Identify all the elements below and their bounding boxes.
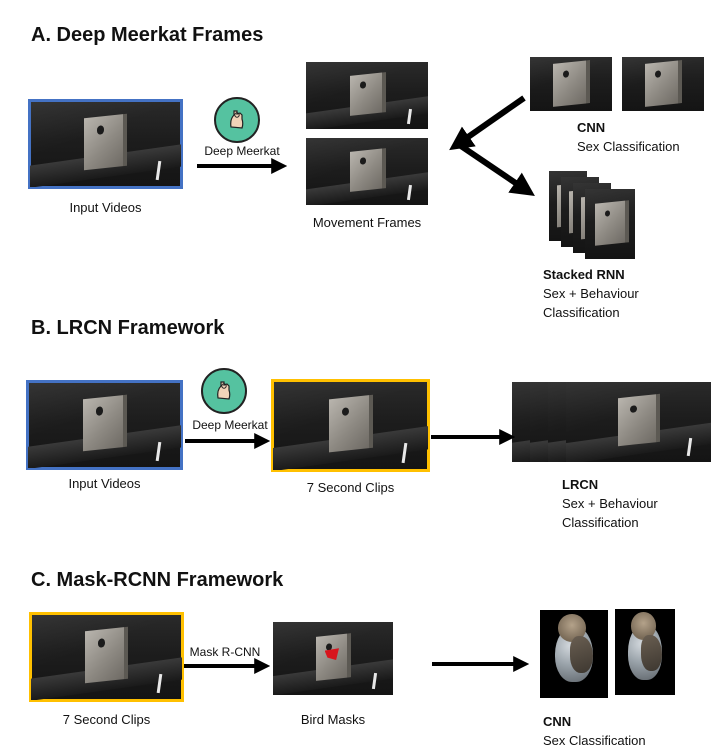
cnn-label-c: CNN Sex Classification <box>543 712 646 750</box>
stacked-frame-4 <box>585 189 635 259</box>
input-videos-caption-a: Input Videos <box>69 200 142 215</box>
seven-second-clips-caption-b: 7 Second Clips <box>306 480 395 495</box>
seven-second-clips-caption-c: 7 Second Clips <box>62 712 151 727</box>
cnn-task-a: Sex Classification <box>577 139 680 154</box>
deep-meerkat-label-b: Deep Meerkat <box>192 418 268 432</box>
segmented-bird-1 <box>540 610 608 698</box>
cnn-crop-frame-1 <box>530 57 612 111</box>
deep-meerkat-label-a: Deep Meerkat <box>204 144 280 158</box>
arrow-branch-icon <box>449 95 535 197</box>
seven-second-clip-b <box>271 379 430 472</box>
cnn-crop-frame-2 <box>622 57 704 111</box>
input-video-frame-a <box>28 99 183 189</box>
input-videos-caption-b: Input Videos <box>68 476 141 491</box>
lrcn-name: LRCN <box>562 477 599 492</box>
movement-frame-1 <box>306 62 428 129</box>
stacked-rnn-task-1: Sex + Behaviour <box>543 286 639 301</box>
lrcn-label: LRCN Sex + Behaviour Classification <box>562 475 658 532</box>
segmented-bird-2 <box>615 609 675 695</box>
bird-masks-caption: Bird Masks <box>300 712 366 727</box>
section-a-title: A. Deep Meerkat Frames <box>31 24 264 46</box>
lrcn-clip-stack-4 <box>566 382 711 462</box>
stacked-rnn-task-2: Classification <box>543 305 620 320</box>
stacked-rnn-label: Stacked RNN Sex + Behaviour Classificati… <box>543 265 639 322</box>
lrcn-task-2: Classification <box>562 515 639 530</box>
mask-rcnn-label: Mask R-CNN <box>189 645 261 659</box>
section-c-title: C. Mask-RCNN Framework <box>31 569 284 591</box>
cnn-label-a: CNN Sex Classification <box>577 118 680 156</box>
movement-frames-caption: Movement Frames <box>312 215 422 230</box>
cnn-name-c: CNN <box>543 714 572 729</box>
bird-mask-highlight <box>324 648 339 660</box>
cnn-task-c: Sex Classification <box>543 733 646 748</box>
meerkat-logo-icon <box>201 368 247 414</box>
lrcn-task-1: Sex + Behaviour <box>562 496 658 511</box>
section-b-title: B. LRCN Framework <box>31 317 225 339</box>
meerkat-logo-icon <box>214 97 260 143</box>
stacked-rnn-name: Stacked RNN <box>543 267 625 282</box>
input-video-frame-b <box>26 380 183 470</box>
movement-frame-2 <box>306 138 428 205</box>
cnn-name-a: CNN <box>577 120 606 135</box>
bird-mask-frame <box>273 622 393 695</box>
seven-second-clip-c <box>29 612 184 702</box>
